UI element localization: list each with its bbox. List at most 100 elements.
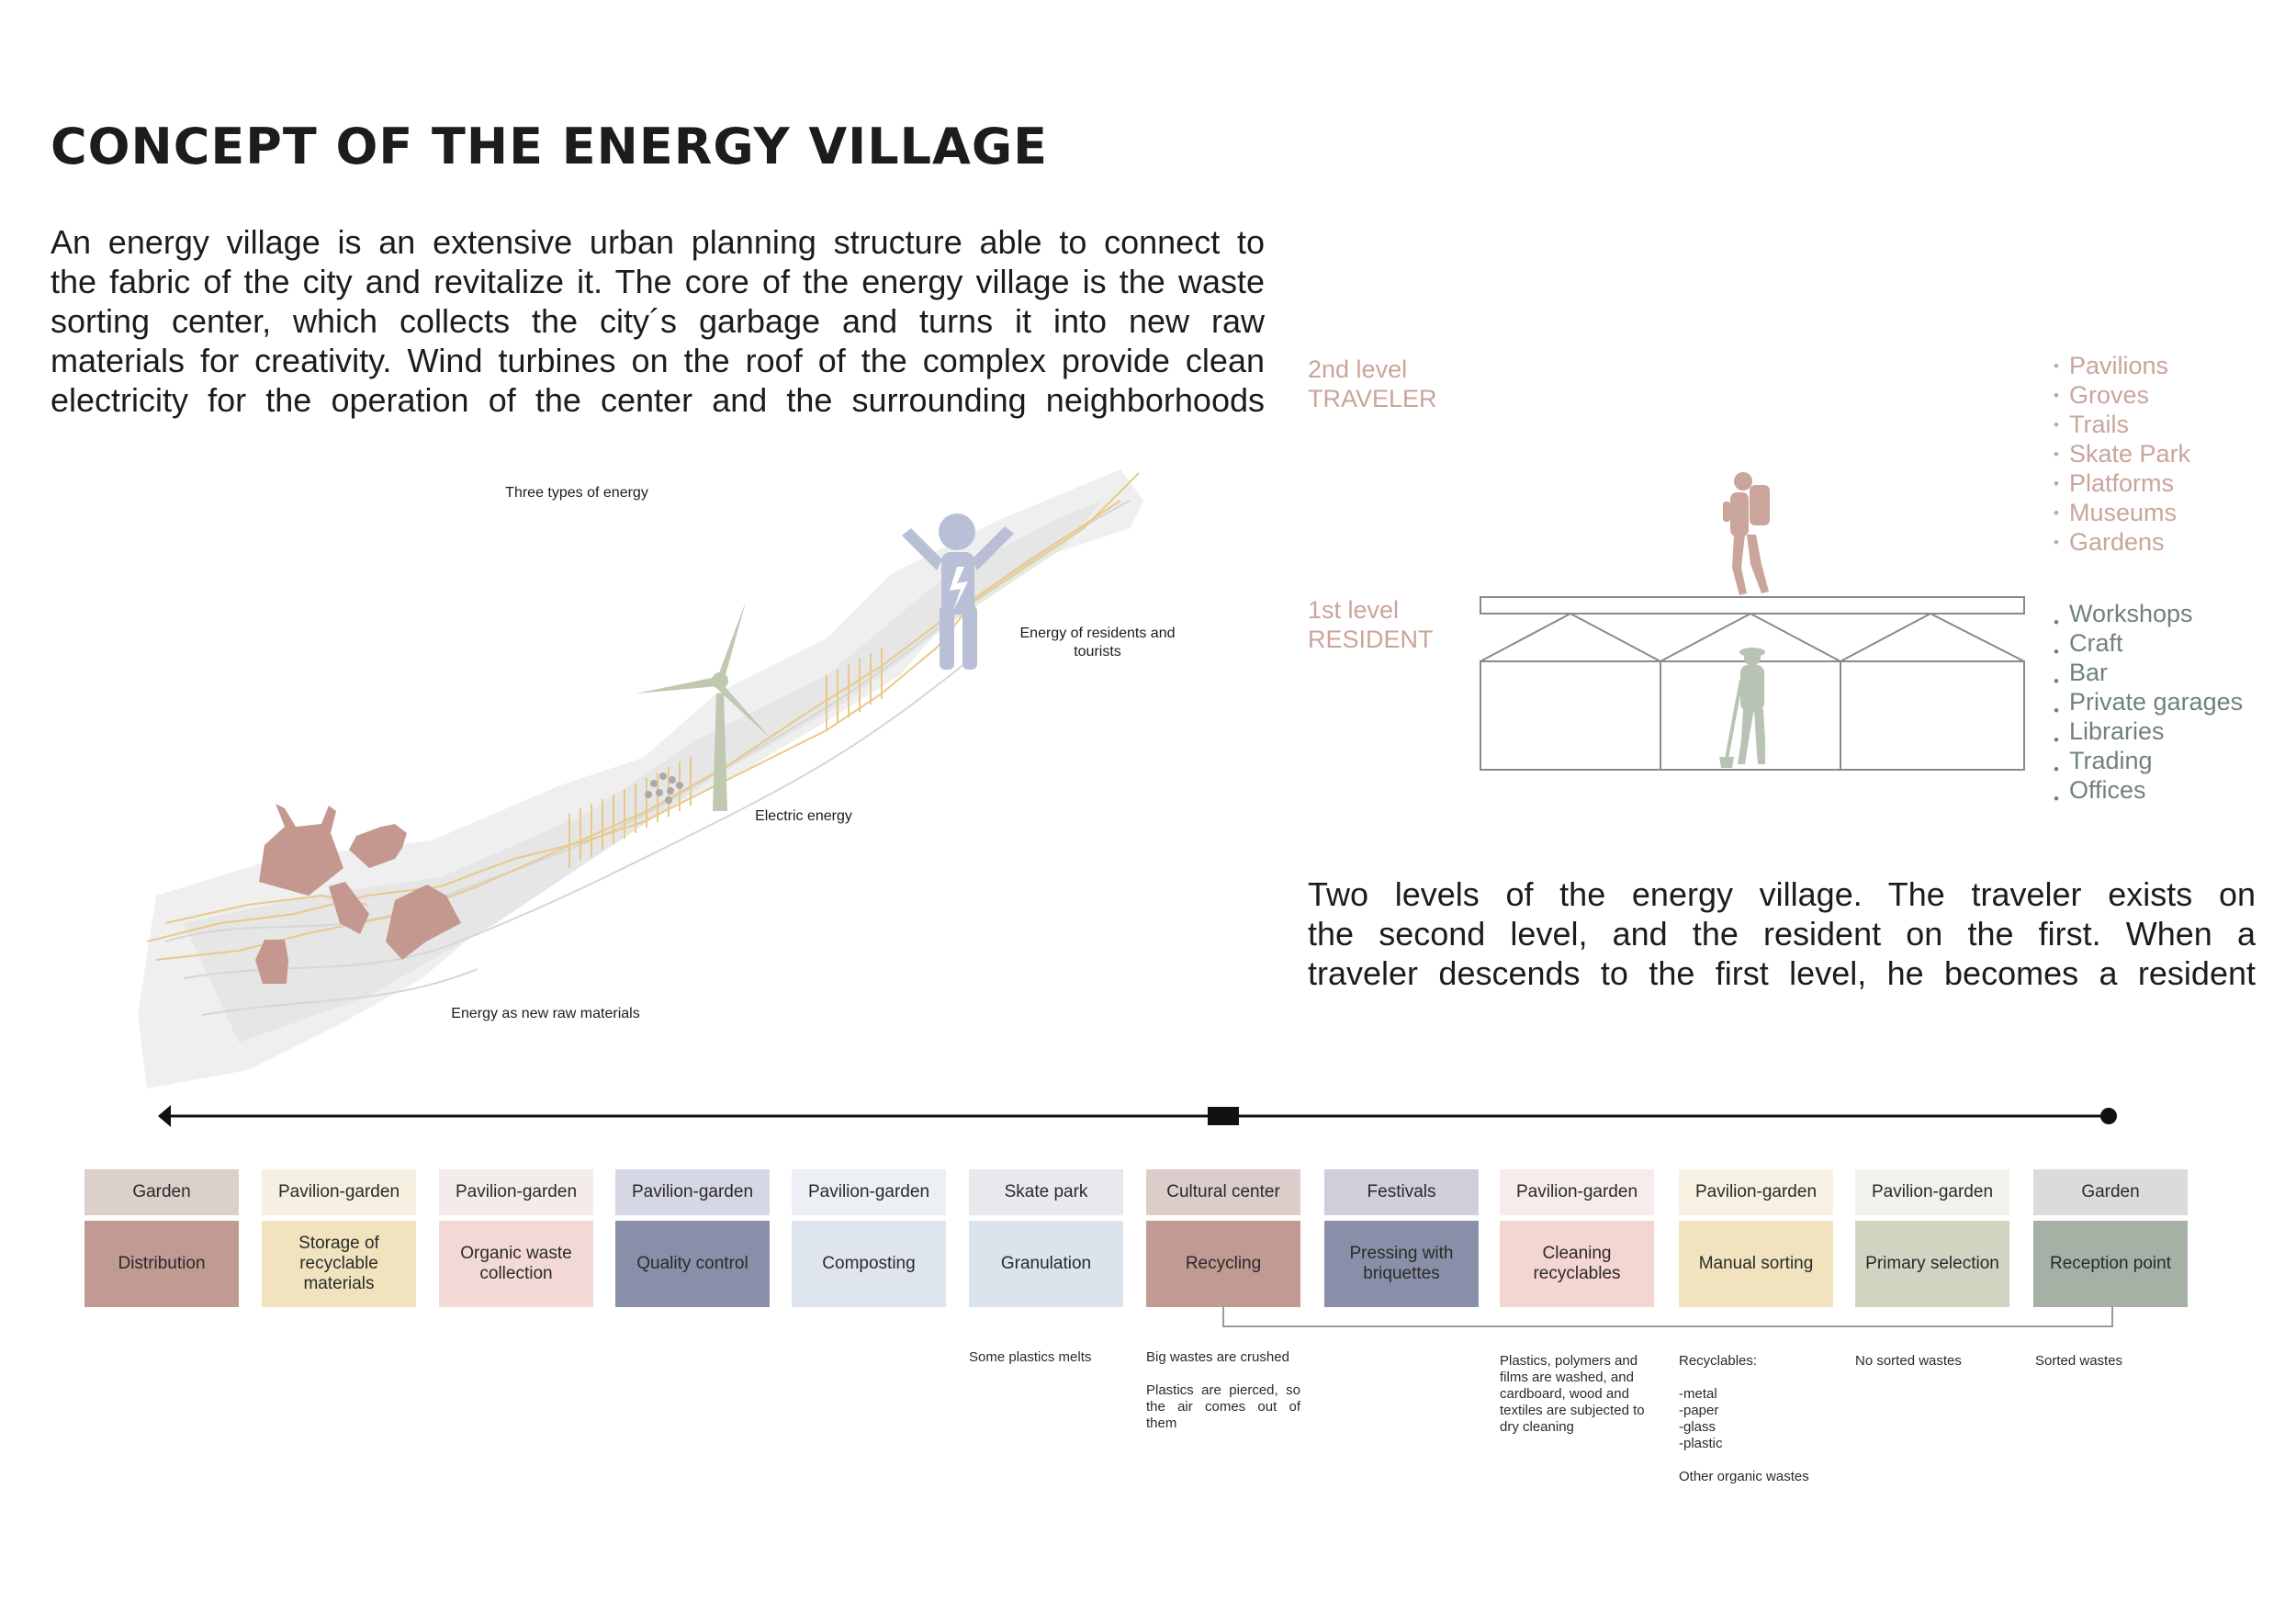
step-location: Pavilion-garden — [1855, 1169, 2009, 1215]
step-location: Cultural center — [1146, 1169, 1300, 1215]
page-title: CONCEPT OF THE ENERGY VILLAGE — [51, 118, 1049, 175]
resident-title: RESIDENT — [1308, 626, 1434, 653]
list-item: Platforms — [2054, 468, 2190, 499]
step-action: Quality control — [615, 1221, 770, 1307]
step-action: Storage of recyclable materials — [262, 1221, 416, 1307]
list-item: Museums — [2054, 498, 2190, 528]
second-level-title: 2nd level — [1308, 355, 1408, 383]
step-location: Pavilion-garden — [1500, 1169, 1654, 1215]
list-item: Craft — [2054, 628, 2243, 667]
note-cleaning: Plastics, polymers and films are washed,… — [1500, 1353, 1645, 1435]
label-residents-energy: Energy of residents and tourists — [1019, 626, 1176, 660]
note-manual-item: -plastic — [1679, 1436, 1723, 1451]
timeline-start-arrow — [158, 1105, 171, 1127]
timeline-end-dot — [2100, 1108, 2117, 1124]
step-action: Pressing with briquettes — [1324, 1221, 1479, 1307]
list-item: Offices — [2054, 775, 2243, 814]
label-raw-materials: Energy as new raw materials — [451, 1006, 640, 1021]
list-item: Libraries — [2054, 716, 2243, 755]
step-action: Distribution — [84, 1221, 239, 1307]
particle-dots — [645, 773, 683, 804]
intro-line: materials for creativity. Wind turbines … — [51, 342, 1265, 379]
step-action: Granulation — [969, 1221, 1123, 1307]
intro-line: the fabric of the city and revitalize it… — [51, 263, 1265, 300]
waste-items-icon — [255, 804, 461, 984]
step-action: Composting — [792, 1221, 946, 1307]
resident-figure-icon — [1719, 648, 1765, 768]
step-location: Garden — [2033, 1169, 2188, 1215]
levels-description: Two levels of the energy village. The tr… — [1308, 874, 2256, 993]
energy-map-illustration — [138, 469, 1143, 1088]
note-recycling: Big wastes are crushed Plastics are pier… — [1146, 1349, 1300, 1449]
note-manual-item: -metal — [1679, 1386, 1717, 1402]
note-reception: Sorted wastes — [2035, 1353, 2123, 1369]
second-level-label: 2nd level TRAVELER — [1308, 355, 1437, 413]
intro-paragraph: An energy village is an extensive urban … — [51, 222, 1265, 420]
first-level-list: Workshops Craft Bar Private garages Libr… — [2054, 599, 2243, 814]
note-recycling-1: Big wastes are crushed — [1146, 1349, 1289, 1365]
first-level-title: 1st level — [1308, 596, 1400, 624]
energy-ticks — [568, 648, 883, 868]
step-action: Cleaning recyclables — [1500, 1221, 1654, 1307]
note-manual-other: Other organic wastes — [1679, 1469, 1809, 1484]
timeline-center-marker — [1208, 1107, 1239, 1125]
step-action: Organic waste collection — [439, 1221, 593, 1307]
step-location: Pavilion-garden — [1679, 1169, 1833, 1215]
label-electric-energy: Electric energy — [755, 808, 852, 824]
traveler-figure-icon — [1723, 472, 1770, 595]
traveler-title: TRAVELER — [1308, 385, 1437, 412]
step-location: Pavilion-garden — [262, 1169, 416, 1215]
note-manual-sorting: Recyclables: -metal -paper -glass -plast… — [1679, 1353, 1853, 1485]
step-action: Reception point — [2033, 1221, 2188, 1307]
two-levels-section-drawing — [1480, 472, 2025, 771]
label-three-types: Three types of energy — [505, 485, 648, 501]
step-location: Pavilion-garden — [439, 1169, 593, 1215]
wind-turbine-icon — [636, 602, 771, 811]
note-manual-title: Recyclables: — [1679, 1353, 1758, 1369]
note-manual-item: -paper — [1679, 1403, 1719, 1418]
list-item: Gardens — [2054, 527, 2190, 558]
step-location: Pavilion-garden — [615, 1169, 770, 1215]
step-action: Primary selection — [1855, 1221, 2009, 1307]
step-location: Garden — [84, 1169, 239, 1215]
levels-line: the second level, and the resident on th… — [1308, 915, 2256, 953]
note-primary-selection: No sorted wastes — [1855, 1353, 1962, 1369]
flow-bracket — [1222, 1306, 2113, 1327]
intro-line: An energy village is an extensive urban … — [51, 223, 1265, 261]
list-item: Pavilions — [2054, 351, 2190, 381]
step-location: Festivals — [1324, 1169, 1479, 1215]
first-level-label: 1st level RESIDENT — [1308, 595, 1434, 654]
levels-line: traveler descends to the first level, he… — [1308, 954, 2256, 992]
step-action: Manual sorting — [1679, 1221, 1833, 1307]
list-item: Skate Park — [2054, 439, 2190, 469]
note-recycling-2: Plastics are pierced, so the air comes o… — [1146, 1382, 1300, 1431]
levels-line: Two levels of the energy village. The tr… — [1308, 875, 2256, 913]
intro-line: electricity for the operation of the cen… — [51, 381, 1265, 419]
intro-line: sorting center, which collects the city´… — [51, 302, 1265, 340]
step-action: Recycling — [1146, 1221, 1300, 1307]
list-item: Bar — [2054, 658, 2243, 696]
resident-person-icon — [902, 513, 1014, 670]
step-location: Pavilion-garden — [792, 1169, 946, 1215]
list-item: Trading — [2054, 746, 2243, 784]
note-manual-item: -glass — [1679, 1419, 1716, 1435]
note-granulation: Some plastics melts — [969, 1349, 1092, 1365]
list-item: Private garages — [2054, 687, 2243, 726]
list-item: Trails — [2054, 410, 2190, 440]
step-location: Skate park — [969, 1169, 1123, 1215]
list-item: Workshops — [2054, 599, 2243, 637]
process-timeline — [158, 1105, 2117, 1127]
second-level-list: Pavilions Groves Trails Skate Park Platf… — [2054, 351, 2190, 558]
